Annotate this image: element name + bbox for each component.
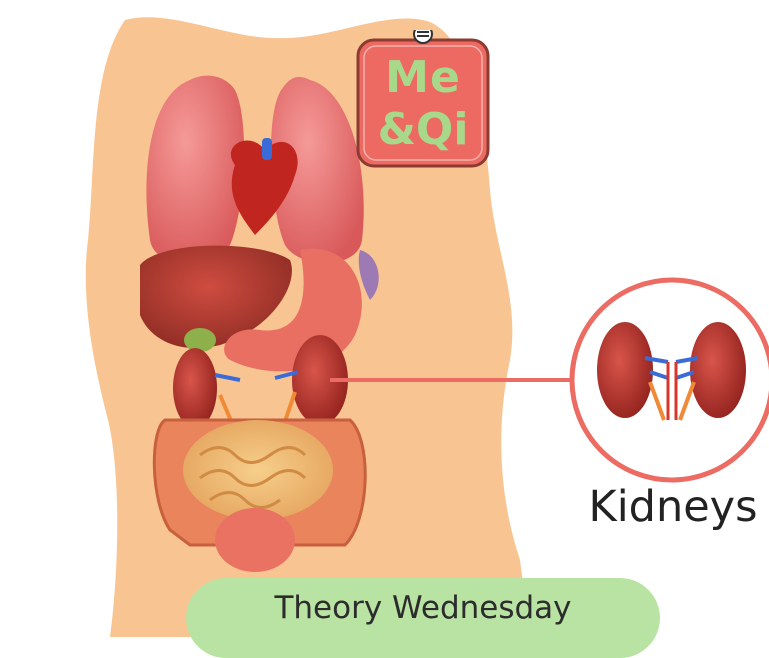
footer-title: Theory Wednesday [186,590,660,626]
me-qi-logo: Me &Qi [352,30,494,172]
aorta [262,138,272,160]
small-intestine [183,420,333,520]
left-kidney [173,348,217,428]
gallbladder [184,328,216,352]
callout-left-kidney [597,322,653,418]
kidneys-label: Kidneys [578,482,768,532]
logo-line-1: Me [352,52,494,103]
callout-right-kidney [690,322,746,418]
bladder [215,508,295,572]
logo-line-2: &Qi [352,104,494,155]
